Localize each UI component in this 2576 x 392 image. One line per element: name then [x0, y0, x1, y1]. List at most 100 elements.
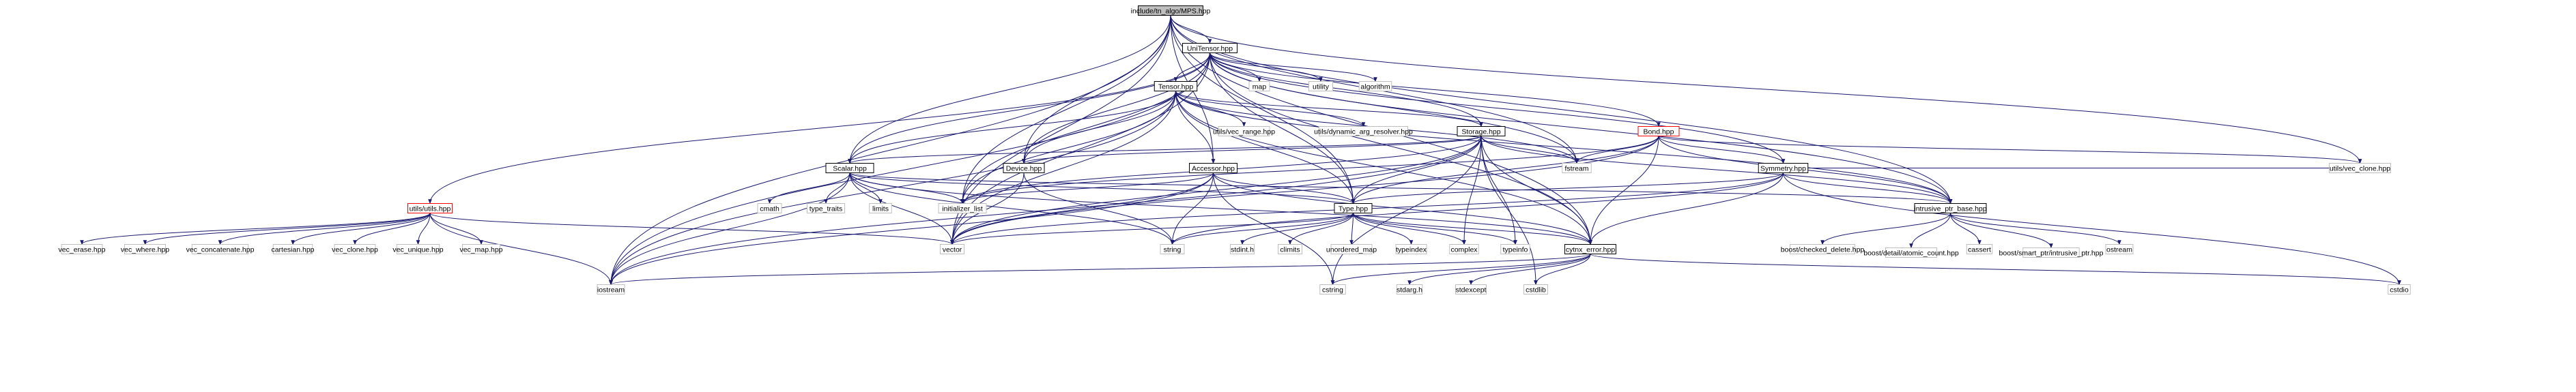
- node-stdargh[interactable]: stdarg.h: [1396, 284, 1423, 295]
- node-label: UniTensor.hpp: [1187, 45, 1233, 53]
- node-device[interactable]: Device.hpp: [1003, 163, 1045, 173]
- node-vec-where[interactable]: vec_where.hpp: [121, 244, 169, 254]
- dependency-edge-utils-vec_where: [143, 213, 431, 245]
- node-stdint[interactable]: stdint.h: [1230, 244, 1255, 254]
- node-scalar[interactable]: Scalar.hpp: [825, 163, 874, 173]
- dependency-edge-unitensor-fstream: [1210, 52, 1579, 164]
- node-algorithm[interactable]: algorithm: [1358, 81, 1392, 91]
- node-boost-smart[interactable]: boost/smart_ptr/intrusive_ptr.hpp: [1999, 247, 2104, 258]
- node-cmath[interactable]: cmath: [757, 203, 782, 213]
- node-dyn-arg[interactable]: utils/dynamic_arg_resolver.hpp: [1314, 126, 1413, 136]
- node-label: intrusive_ptr_base.hpp: [1914, 205, 1986, 213]
- node-box: [1885, 247, 1937, 258]
- dependency-edge-accessor-cytnx_error: [1213, 172, 1592, 245]
- node-vec-clone-top[interactable]: utils/vec_clone.hpp: [2329, 163, 2391, 173]
- node-boost-atomic[interactable]: boost/detail/atomic_count.hpp: [1863, 247, 1959, 258]
- node-label: cassert: [1968, 246, 1991, 254]
- node-fstream[interactable]: fstream: [1562, 163, 1592, 173]
- dependency-edge-type-vector: [950, 213, 1354, 245]
- node-string[interactable]: string: [1160, 244, 1185, 254]
- node-label: Tensor.hpp: [1158, 83, 1194, 91]
- node-cstring[interactable]: cstring: [1319, 284, 1346, 295]
- node-box: [597, 284, 625, 295]
- node-box: [1564, 244, 1616, 254]
- node-typeinfo[interactable]: typeinfo: [1500, 244, 1530, 254]
- node-label: vec_erase.hpp: [59, 246, 106, 254]
- node-storage[interactable]: Storage.hpp: [1457, 126, 1506, 136]
- node-box: [334, 244, 376, 254]
- node-type-traits[interactable]: type_traits: [807, 203, 845, 213]
- dependency-edge-bond-vec_clone_top: [1658, 136, 2362, 164]
- node-init-list[interactable]: initializer_list: [938, 203, 987, 213]
- node-utils[interactable]: utils/utils.hpp: [407, 203, 453, 213]
- node-complex[interactable]: complex: [1449, 244, 1479, 254]
- node-label: vector: [943, 246, 962, 254]
- node-box: [1790, 244, 1855, 254]
- node-cassert[interactable]: cassert: [1966, 244, 1993, 254]
- node-tensor[interactable]: Tensor.hpp: [1154, 81, 1198, 91]
- node-label: utils/utils.hpp: [410, 205, 451, 213]
- node-stdexcept[interactable]: stdexcept: [1455, 284, 1487, 295]
- dependency-edge-type-typeindex: [1353, 213, 1414, 245]
- node-ostream[interactable]: ostream: [2105, 244, 2134, 254]
- dependency-edge-symmetry-cstdio: [1783, 172, 2401, 286]
- dependency-edge-type-climits: [1288, 213, 1354, 245]
- node-intrusive[interactable]: intrusive_ptr_base.hpp: [1914, 203, 1987, 213]
- node-label: Symmetry.hpp: [1760, 165, 1806, 173]
- node-vec-map[interactable]: vec_map.hpp: [459, 244, 503, 254]
- node-accessor[interactable]: Accessor.hpp: [1189, 163, 1237, 173]
- node-cartesian[interactable]: cartesian.hpp: [271, 244, 315, 254]
- node-box: [1248, 81, 1270, 91]
- node-map[interactable]: map: [1248, 81, 1270, 91]
- dependency-edge-tensor-cytnx_error: [1175, 91, 1592, 245]
- node-utility[interactable]: utility: [1308, 81, 1333, 91]
- node-typeindex[interactable]: typeindex: [1395, 244, 1427, 254]
- node-cytnx-error[interactable]: cytnx_error.hpp: [1564, 244, 1616, 254]
- node-cstdlib[interactable]: cstdlib: [1523, 284, 1548, 295]
- node-iostream[interactable]: iostream: [597, 284, 625, 295]
- node-box: [1182, 43, 1237, 53]
- node-type[interactable]: Type.hpp: [1334, 203, 1373, 213]
- node-box: [1330, 244, 1373, 254]
- node-symmetry[interactable]: Symmetry.hpp: [1758, 163, 1809, 173]
- node-vector[interactable]: vector: [940, 244, 964, 254]
- node-box: [1308, 81, 1333, 91]
- node-label: cmath: [760, 205, 779, 213]
- node-cstdio[interactable]: cstdio: [2388, 284, 2411, 295]
- node-limits[interactable]: limits: [869, 203, 892, 213]
- node-unitensor[interactable]: UniTensor.hpp: [1182, 43, 1237, 53]
- dependency-edge-unitensor-iostream: [609, 52, 1210, 286]
- dependency-edge-unitensor-storage: [1210, 52, 1483, 127]
- node-label: cstdio: [2390, 286, 2409, 295]
- dependency-edge-storage-scalar: [848, 136, 1482, 164]
- node-boost-checked[interactable]: boost/checked_delete.hpp: [1781, 244, 1865, 254]
- dependency-edge-storage-vector: [950, 136, 1482, 245]
- node-box: [1218, 126, 1270, 136]
- node-vec-unique[interactable]: vec_unique.hpp: [392, 244, 444, 254]
- node-box: [272, 244, 313, 254]
- node-climits[interactable]: climits: [1278, 244, 1302, 254]
- node-vec-erase[interactable]: vec_erase.hpp: [59, 244, 106, 254]
- dependency-edge-storage-cstdlib: [1480, 136, 1538, 286]
- dependency-edge-storage-iostream: [609, 136, 1482, 286]
- dependency-edge-storage-cstring: [1330, 136, 1482, 286]
- node-label: initializer_list: [942, 205, 983, 213]
- node-unordered-map[interactable]: unordered_map: [1326, 244, 1377, 254]
- node-label: cartesian.hpp: [271, 246, 314, 254]
- node-root[interactable]: include/tn_algo/MPS.hpp: [1131, 5, 1211, 16]
- node-bond[interactable]: Bond.hpp: [1637, 126, 1680, 136]
- dependency-edge-tensor-storage: [1175, 91, 1483, 127]
- node-box: [1138, 5, 1203, 16]
- node-vec-clone[interactable]: vec_clone.hpp: [332, 244, 378, 254]
- node-label: vec_map.hpp: [459, 246, 502, 254]
- node-box: [462, 244, 500, 254]
- node-label: climits: [1280, 246, 1300, 254]
- node-label: Storage.hpp: [1461, 128, 1500, 136]
- dependency-edge-tensor-init_list: [960, 91, 1176, 205]
- node-vec-concatenate[interactable]: vec_concatenate.hpp: [186, 244, 255, 254]
- node-label: include/tn_algo/MPS.hpp: [1131, 7, 1211, 16]
- node-vec-range[interactable]: utils/vec_range.hpp: [1213, 126, 1275, 136]
- dependency-edge-storage-fstream: [1480, 136, 1579, 164]
- node-label: unordered_map: [1326, 246, 1377, 254]
- dependency-edge-scalar-iostream: [609, 172, 850, 286]
